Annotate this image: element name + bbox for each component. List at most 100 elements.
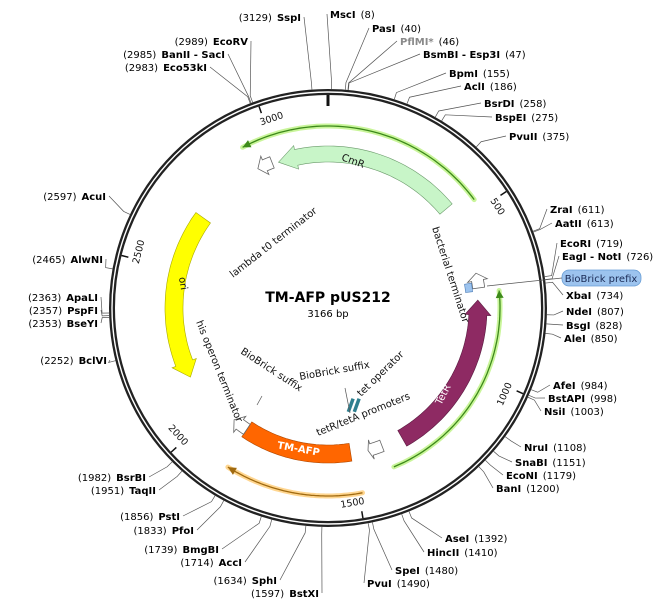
enzyme-label[interactable]: AseI(1392): [445, 534, 508, 545]
enzyme-leader-line: [528, 394, 546, 399]
enzyme-label[interactable]: PvuI(1490): [367, 579, 430, 590]
enzyme-position: (2252): [40, 356, 73, 367]
enzyme-label[interactable]: (3129)SspI: [239, 13, 301, 24]
enzyme-position: (1739): [144, 545, 177, 556]
bacterial-terminator-label[interactable]: bacterial terminator: [429, 226, 471, 326]
enzyme-position: (1410): [464, 548, 497, 559]
enzyme-label[interactable]: (1951)TaqII: [91, 486, 156, 497]
enzyme-label[interactable]: (1634)SphI: [214, 576, 277, 587]
enzyme-position: (998): [590, 394, 617, 405]
enzyme-name: NsiI: [544, 407, 565, 418]
promoter-arrow-icon[interactable]: [367, 439, 385, 460]
tet-operator-icon[interactable]: [352, 398, 361, 413]
cmr-feature[interactable]: [277, 144, 453, 215]
enzyme-label[interactable]: BspEI(275): [495, 113, 558, 124]
enzyme-label[interactable]: (1856)PstI: [120, 512, 180, 523]
enzyme-leader-line: [527, 396, 542, 412]
tet-operator-label[interactable]: tet operator: [355, 349, 407, 399]
enzyme-label[interactable]: BstAPI(998): [548, 394, 617, 405]
biobrick-suffix-label[interactable]: BioBrick suffix: [238, 346, 304, 394]
ori-feature[interactable]: [164, 212, 211, 378]
enzyme-label[interactable]: (2252)BclVI: [40, 356, 107, 367]
enzyme-leader-line: [148, 461, 173, 478]
enzyme-label[interactable]: EcoNI(1179): [506, 471, 576, 482]
enzyme-name: EagI - NotI: [562, 252, 621, 263]
enzyme-label[interactable]: SpeI(1480): [395, 566, 458, 577]
enzyme-name: ApaLI: [66, 293, 98, 304]
enzyme-label[interactable]: AclI(186): [464, 82, 517, 93]
enzyme-label[interactable]: BanI(1200): [496, 484, 560, 495]
enzyme-leader-lines: [100, 13, 564, 594]
enzyme-label[interactable]: (1739)BmgBI: [144, 545, 219, 556]
biobrick-prefix-feature[interactable]: [464, 282, 473, 293]
enzyme-position: (2363): [28, 293, 61, 304]
tick-mark: [516, 390, 524, 395]
enzyme-name: AleI: [564, 334, 586, 345]
enzyme-name: EcoNI: [506, 471, 538, 482]
enzyme-label[interactable]: PflMI*(46): [400, 37, 459, 48]
enzyme-position: (734): [596, 291, 623, 302]
enzyme-name: HincII: [427, 548, 459, 559]
enzyme-label[interactable]: (1714)AccI: [180, 558, 242, 569]
enzyme-label[interactable]: NruI(1108): [524, 443, 586, 454]
enzyme-position: (850): [591, 334, 618, 345]
enzyme-label[interactable]: (1982)BsrBI: [78, 473, 146, 484]
enzyme-label[interactable]: BsgI(828): [566, 321, 622, 332]
enzyme-label[interactable]: XbaI (734): [566, 291, 623, 302]
enzyme-label[interactable]: (2985)BanII - SacI: [123, 50, 225, 61]
tet-operator-icon[interactable]: [346, 398, 355, 413]
enzyme-label[interactable]: HincII (1410): [427, 548, 498, 559]
enzyme-name: BanI: [496, 484, 521, 495]
enzyme-label[interactable]: (1833)PfoI: [133, 526, 194, 537]
biobrick-suffix-label-2[interactable]: BioBrick suffix: [299, 360, 371, 383]
lambda-terminator-label[interactable]: lambda t0 terminator: [228, 205, 320, 280]
enzyme-name: BstXI: [289, 589, 319, 600]
enzyme-label[interactable]: SnaBI(1151): [515, 458, 586, 469]
bacterial-terminator-arrow-icon[interactable]: [466, 272, 489, 290]
enzyme-name: BpmI: [449, 69, 478, 80]
enzyme-name: BsmBI - Esp3I: [423, 50, 500, 61]
enzyme-label[interactable]: NdeI(807): [566, 307, 624, 318]
enzyme-label[interactable]: BpmI(155): [449, 69, 510, 80]
his-terminator-arrow-icon[interactable]: [233, 415, 251, 436]
enzyme-label[interactable]: (2353)BseYI: [28, 319, 98, 330]
enzyme-label[interactable]: BsrDI(258): [484, 99, 547, 110]
enzyme-label[interactable]: (2983)Eco53kI: [125, 63, 207, 74]
enzyme-label[interactable]: AatII(613): [555, 219, 614, 230]
ori-label[interactable]: ori: [176, 276, 189, 291]
enzyme-label[interactable]: PasI(40): [372, 24, 421, 35]
backbone-gap: [111, 91, 545, 525]
enzyme-label[interactable]: ZraI(611): [550, 205, 605, 216]
enzyme-label[interactable]: (1597)BstXI: [251, 589, 319, 600]
enzyme-label[interactable]: PvuII(375): [509, 132, 569, 143]
enzyme-name: PvuI: [367, 579, 392, 590]
enzyme-name: XbaI: [566, 291, 591, 302]
enzyme-label[interactable]: MscI(8): [330, 10, 375, 21]
enzyme-label[interactable]: EagI - NotI(726): [562, 252, 653, 263]
his-operon-terminator-label[interactable]: his operon terminator: [193, 319, 244, 425]
enzyme-label[interactable]: AfeI(984): [553, 381, 608, 392]
enzyme-position: (1003): [570, 407, 603, 418]
tmafp-direction-arc: [227, 466, 363, 497]
enzyme-label[interactable]: NsiI (1003): [544, 407, 604, 418]
enzyme-label[interactable]: (2989)EcoRV: [175, 37, 249, 48]
enzyme-label[interactable]: (2357)PspFI: [29, 306, 98, 317]
tmafp-feature[interactable]: [241, 421, 353, 464]
enzyme-label[interactable]: (2597)AcuI: [43, 192, 106, 203]
enzyme-leader-line: [545, 333, 562, 339]
enzyme-position: (1634): [214, 576, 247, 587]
enzyme-labels: (3129)SspI MscI(8) PasI(40) PflMI*(46) BsmBI…: [28, 10, 653, 600]
enzyme-position: (611): [578, 205, 605, 216]
enzyme-label[interactable]: BsmBI - Esp3I(47): [423, 50, 526, 61]
enzyme-leader-line: [249, 40, 253, 103]
biobrick-prefix-badge[interactable]: BioBrick prefix: [561, 269, 642, 287]
enzyme-label[interactable]: AleI (850): [564, 334, 618, 345]
enzyme-name: AfeI: [553, 381, 576, 392]
enzyme-position: (807): [597, 307, 624, 318]
enzyme-label[interactable]: (2465)AlwNI: [32, 255, 103, 266]
enzyme-label[interactable]: (2363) ApaLI: [28, 293, 98, 304]
tetr-feature[interactable]: [397, 299, 492, 447]
enzyme-name: AseI: [445, 534, 469, 545]
lambda-terminator-arrow-icon[interactable]: [257, 154, 275, 176]
enzyme-label[interactable]: EcoRI(719): [560, 239, 623, 250]
